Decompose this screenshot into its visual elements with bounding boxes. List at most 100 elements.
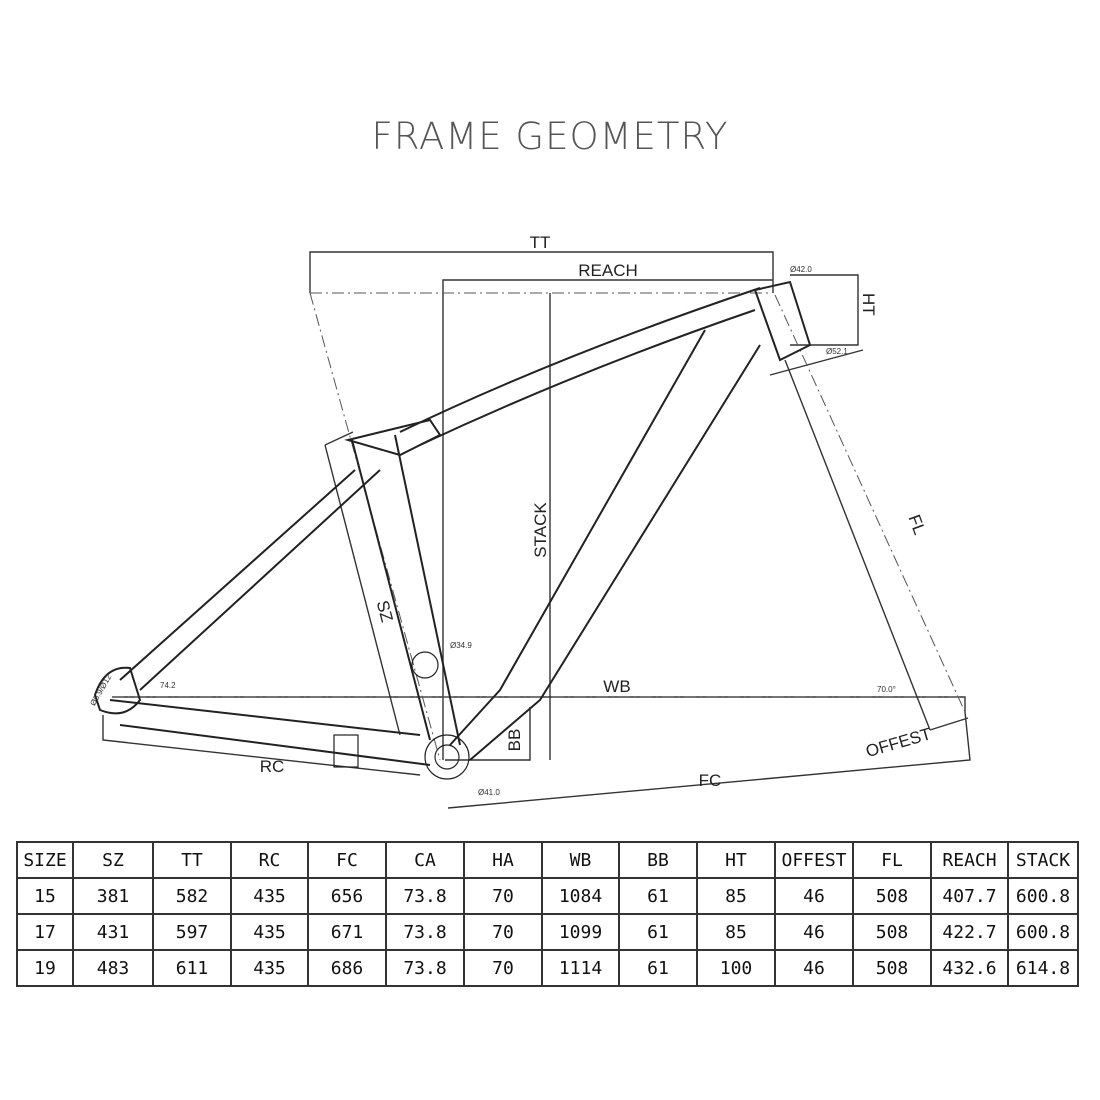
table-cell: 15 xyxy=(16,877,74,915)
table-cell: 656 xyxy=(307,877,387,915)
head-bottom-diameter-label: Ø52.1 xyxy=(826,347,848,356)
ht-label: HT xyxy=(859,293,878,316)
seat-diameter-label: Ø34.9 xyxy=(450,641,472,650)
offset-label: OFFEST xyxy=(864,724,934,761)
steerer-axis-line xyxy=(774,294,966,713)
diagram-title: FRAME GEOMETRY xyxy=(371,115,729,158)
table-header-cell: SIZE xyxy=(16,841,74,879)
table-cell: 600.8 xyxy=(1007,877,1079,915)
table-cell: 614.8 xyxy=(1007,949,1079,987)
table-cell: 407.7 xyxy=(930,877,1009,915)
rear-dropout xyxy=(93,666,142,715)
table-cell: 1099 xyxy=(541,913,620,951)
table-header-cell: STACK xyxy=(1007,841,1079,879)
frame-geometry-diagram: TT REACH HT STACK FL SZ WB BB RC FC OFFE… xyxy=(88,233,971,809)
table-cell: 17 xyxy=(16,913,74,951)
table-cell: 483 xyxy=(72,949,154,987)
table-header-cell: TT xyxy=(152,841,232,879)
table-cell: 70 xyxy=(463,949,543,987)
table-cell: 46 xyxy=(774,877,854,915)
table-cell: 73.8 xyxy=(385,949,465,987)
sz-label: SZ xyxy=(373,598,397,624)
table-header-cell: FL xyxy=(852,841,932,879)
table-cell: 61 xyxy=(618,913,698,951)
table-cell: 19 xyxy=(16,949,74,987)
top-tube xyxy=(399,287,761,433)
table-row: 19 483 611 435 686 73.8 70 1114 61 100 4… xyxy=(16,949,1079,987)
table-cell: 1114 xyxy=(541,949,620,987)
table-row: 15 381 582 435 656 73.8 70 1084 61 85 46… xyxy=(16,877,1079,915)
table-cell: 431 xyxy=(72,913,154,951)
fc-label: FC xyxy=(699,771,722,790)
bottom-bracket-shell xyxy=(424,734,470,780)
table-header-cell: RC xyxy=(230,841,309,879)
table-cell: 85 xyxy=(696,913,776,951)
table-header-cell: HA xyxy=(463,841,543,879)
table-row: 17 431 597 435 671 73.8 70 1099 61 85 46… xyxy=(16,913,1079,951)
head-top-diameter-label: Ø42.0 xyxy=(790,265,812,274)
offset-dimension-line xyxy=(929,717,969,731)
table-header-cell: WB xyxy=(541,841,620,879)
table-cell: 70 xyxy=(463,877,543,915)
head-tube xyxy=(753,280,812,362)
seat-angle-label: 74.2 xyxy=(160,681,176,690)
table-header-cell: FC xyxy=(307,841,387,879)
table-cell: 508 xyxy=(852,949,932,987)
bb-diameter-label: Ø41.0 xyxy=(478,788,500,797)
stack-label: STACK xyxy=(531,502,550,558)
table-header-cell: BB xyxy=(618,841,698,879)
geometry-table: SIZE SZ TT RC FC CA HA WB BB HT OFFEST F… xyxy=(16,841,1079,987)
table-cell: 61 xyxy=(618,877,698,915)
table-cell: 422.7 xyxy=(930,913,1009,951)
chain-stay xyxy=(109,699,421,736)
table-cell: 46 xyxy=(774,913,854,951)
seat-clamp-marker xyxy=(411,651,439,679)
table-cell: 508 xyxy=(852,913,932,951)
head-angle-label: 70.0° xyxy=(877,685,896,694)
table-cell: 435 xyxy=(230,877,309,915)
table-cell: 73.8 xyxy=(385,913,465,951)
fc-dimension-line xyxy=(447,711,971,809)
table-cell: 46 xyxy=(774,949,854,987)
dropout-label: Ø5.9/Ø12 xyxy=(88,672,113,707)
table-header-cell: SZ xyxy=(72,841,154,879)
reach-dimension-line xyxy=(442,279,773,760)
table-header-cell: REACH xyxy=(930,841,1009,879)
table-cell: 61 xyxy=(618,949,698,987)
table-header-cell: CA xyxy=(385,841,465,879)
table-cell: 381 xyxy=(72,877,154,915)
rc-label: RC xyxy=(260,757,285,776)
table-cell: 73.8 xyxy=(385,877,465,915)
tt-label: TT xyxy=(530,233,551,252)
table-header-cell: HT xyxy=(696,841,776,879)
table-cell: 611 xyxy=(152,949,232,987)
ht-dimension-line xyxy=(790,274,859,346)
table-cell: 1084 xyxy=(541,877,620,915)
table-cell: 432.6 xyxy=(930,949,1009,987)
table-cell: 597 xyxy=(152,913,232,951)
table-header-row: SIZE SZ TT RC FC CA HA WB BB HT OFFEST F… xyxy=(16,841,1079,879)
reach-label: REACH xyxy=(578,261,638,280)
seat-tube xyxy=(351,439,431,741)
table-header-cell: OFFEST xyxy=(774,841,854,879)
rc-dimension-line xyxy=(102,715,421,776)
tt-dimension-line xyxy=(309,251,774,293)
table-cell: 435 xyxy=(230,913,309,951)
wb-label: WB xyxy=(603,677,630,696)
table-cell: 435 xyxy=(230,949,309,987)
seat-cluster xyxy=(344,418,442,457)
seat-stay xyxy=(119,469,356,681)
table-cell: 671 xyxy=(307,913,387,951)
sz-dimension-line xyxy=(324,444,401,736)
down-tube xyxy=(449,329,706,746)
table-cell: 600.8 xyxy=(1007,913,1079,951)
table-cell: 85 xyxy=(696,877,776,915)
table-cell: 508 xyxy=(852,877,932,915)
bb-label: BB xyxy=(505,729,524,752)
bb-dimension-line xyxy=(445,707,531,761)
table-cell: 582 xyxy=(152,877,232,915)
fl-dimension-line xyxy=(784,359,931,731)
table-cell: 686 xyxy=(307,949,387,987)
table-cell: 100 xyxy=(696,949,776,987)
fl-label: FL xyxy=(905,512,930,537)
